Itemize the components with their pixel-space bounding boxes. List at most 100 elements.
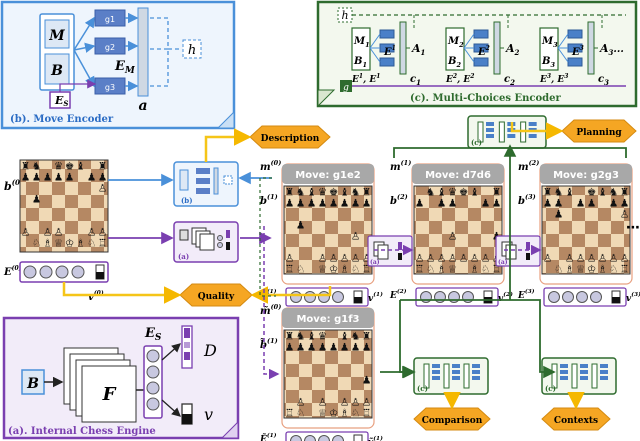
chess-piece: ♖ (362, 407, 371, 419)
chess-piece: ♟ (307, 341, 316, 353)
move-panel-2-title-bar (412, 164, 504, 184)
move-panel-1-pieces: ♜♞♝♛♚♝♞♜♟♟♟♟♟♟♟♟♙♙♙♙♙♙♖♘♕♔♗♘♖♙♟ (285, 186, 371, 275)
chess-piece: ♟ (32, 193, 41, 205)
chess-piece: ♟ (296, 219, 305, 231)
chess-piece: ♗ (43, 237, 52, 249)
mc-a-label: A2 (505, 42, 520, 57)
move-panel-alt-title-bar (282, 308, 374, 328)
chess-piece: ♞ (554, 186, 563, 198)
chess-piece: ♗ (470, 263, 479, 275)
move-panel-3-m-label: m(2) (518, 159, 539, 173)
move-panel-2-e-label: E(2) (389, 288, 407, 301)
multi-choices-caption: (c). Multi-Choices Encoder (410, 93, 561, 104)
chess-piece: ♘ (351, 407, 360, 419)
move-panel-3-pieces: ♜♞♝♚♝♞♜♟♟♟♟♟♟♙♙♙♙♙♙♙♘♗♕♔♗♘♖♙♟ (543, 186, 629, 275)
chess-piece: ♙ (565, 252, 574, 264)
chess-piece: ♙ (598, 252, 607, 264)
tiny-a-2-label: (a) (498, 259, 508, 266)
move-panel-alt-pieces: ♜♞♝♛♝♞♜♟♟♟♟♟♟♟♟♙♙♙♙♙♖♘♕♔♗♘♖♙♟ (285, 330, 371, 419)
chess-piece: ♛ (318, 330, 327, 342)
chess-piece: ♙ (340, 396, 349, 408)
mc-m-label: M2 (447, 36, 464, 49)
move-panel-2: Move: d7d6♞♝♛♚♝♜♟♟♟♟♟♙♙♙♙♙♙♙♙♖♘♗♕♗♘♖♙♟m(… (389, 159, 513, 307)
output-a-vector (137, 7, 149, 97)
chess-piece: ♘ (296, 263, 305, 275)
mc-gate (473, 57, 489, 67)
mc-gate (379, 57, 395, 67)
chess-piece: ♕ (448, 263, 457, 275)
chess-piece: ♗ (598, 263, 607, 275)
quality-label: Quality (198, 292, 235, 302)
move-panel-alt-title: Move: g1f3 (296, 314, 359, 325)
mc-gate-g-label: g (343, 83, 349, 93)
chess-piece: ♙ (459, 252, 468, 264)
chess-piece: ♝ (76, 160, 85, 172)
engine-output-d-label: D (203, 341, 217, 360)
mc-input-stack (539, 27, 559, 71)
chess-piece: ♚ (329, 186, 338, 198)
chess-piece: ♙ (43, 226, 52, 238)
chess-piece: ♙ (98, 226, 107, 238)
chess-piece: ♛ (448, 186, 457, 198)
initial-e-label: E(0) (3, 265, 22, 278)
encoder-e-label: EM (114, 59, 136, 76)
chess-piece: ♞ (609, 186, 618, 198)
move-panel-3-title: Move: g2g3 (553, 170, 619, 181)
mc-es-label: E2, E2 (445, 73, 474, 85)
chess-piece: ♝ (340, 186, 349, 198)
chess-piece: ♗ (76, 237, 85, 249)
chess-piece: ♙ (415, 252, 424, 264)
page-fold (317, 89, 336, 108)
mc-c-label: c1 (410, 74, 421, 87)
chess-piece: ♟ (554, 208, 563, 220)
gate-g2-label: g2 (105, 43, 115, 52)
chess-piece: ♞ (32, 160, 41, 172)
chess-piece: ♙ (87, 226, 96, 238)
chess-piece: ♝ (307, 186, 316, 198)
chess-piece: ♙ (54, 226, 63, 238)
chess-piece: ♝ (565, 186, 574, 198)
chess-piece: ♕ (576, 263, 585, 275)
chess-piece: ♟ (43, 171, 52, 183)
move-panel-alt-b-label: b̃(1) (260, 337, 278, 351)
mc-a-vector (399, 21, 407, 75)
move-panel-alt-e-label: Ẽ(1) (259, 432, 277, 441)
chess-piece: ♜ (362, 330, 371, 342)
chess-piece: ♝ (307, 330, 316, 342)
task-comparison: Comparison (413, 407, 491, 431)
chess-piece: ♙ (448, 252, 457, 264)
chess-piece: ♖ (285, 407, 294, 419)
chess-piece: ♟ (285, 341, 294, 353)
move-panel-2-title: Move: d7d6 (425, 170, 491, 181)
engine-network-f-label: F (102, 384, 117, 405)
chess-piece: ♗ (340, 263, 349, 275)
chess-piece: ♙ (620, 252, 629, 264)
chess-piece: ♚ (459, 186, 468, 198)
chess-piece: ♚ (65, 160, 74, 172)
comparison-label: Comparison (422, 416, 483, 426)
chess-piece: ♜ (362, 186, 371, 198)
contexts-pill (541, 407, 611, 431)
chess-piece: ♙ (98, 182, 107, 194)
chess-piece: ♖ (285, 263, 294, 275)
engine-panel: B F ES D v (a). Internal Chess Engine (2, 316, 240, 440)
hidden-h-label: h (188, 43, 196, 58)
mc-gate (567, 57, 583, 67)
chess-piece: ♔ (587, 263, 596, 275)
chess-piece: ♟ (98, 171, 107, 183)
tiny-a-1-label: (a) (370, 259, 380, 266)
mini-c-contexts: (c) (541, 357, 617, 395)
chess-piece: ♙ (426, 252, 435, 264)
chess-piece: ♘ (481, 263, 490, 275)
connectors (62, 122, 627, 410)
initial-board (19, 159, 109, 253)
chess-piece: ♟ (587, 197, 596, 209)
chess-piece: ♟ (32, 171, 41, 183)
small-module-a-label: (a) (178, 252, 189, 261)
move-panel-alt-board (283, 329, 373, 419)
chess-piece: ♟ (351, 197, 360, 209)
chess-piece: ♙ (362, 396, 371, 408)
chess-piece: ♟ (448, 197, 457, 209)
move-encoder-caption: (b). Move Encoder (10, 114, 114, 125)
mc-es-label: E1, E1 (351, 73, 380, 85)
